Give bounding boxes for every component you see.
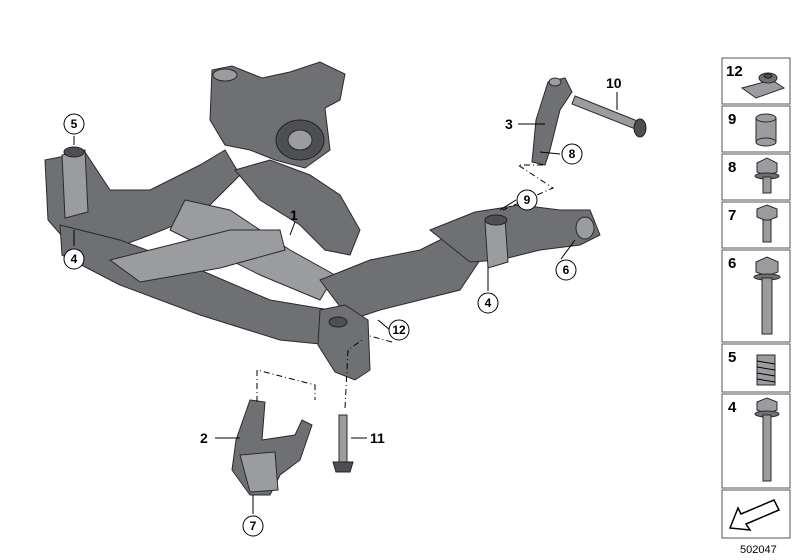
svg-text:8: 8 (728, 159, 736, 176)
label-part-3: 3 (505, 116, 513, 132)
flange-bolt-short-icon (754, 157, 780, 194)
svg-text:9: 9 (728, 111, 736, 128)
panel-row-4: 4 (721, 393, 791, 489)
callout-4-left: 4 (63, 248, 85, 270)
long-bolt-part10 (571, 95, 647, 138)
svg-text:6: 6 (563, 263, 570, 277)
callout-7: 7 (242, 515, 264, 537)
callout-5: 5 (63, 113, 85, 135)
label-part-10: 10 (606, 75, 622, 91)
svg-text:6: 6 (728, 255, 736, 272)
label-part-11: 11 (370, 430, 385, 446)
callout-4-right: 4 (477, 292, 499, 314)
svg-text:4: 4 (485, 296, 492, 310)
callout-6: 6 (555, 259, 577, 281)
panel-row-7: 7 (721, 201, 791, 249)
svg-text:4: 4 (728, 399, 737, 416)
svg-text:5: 5 (71, 117, 78, 131)
svg-text:4: 4 (71, 252, 78, 266)
panel-row-12: 12 (721, 57, 791, 105)
cap-mount-icon (740, 72, 786, 99)
label-part-2: 2 (200, 430, 208, 446)
threaded-insert-icon (756, 354, 776, 386)
panel-row-arrow (721, 489, 791, 539)
lower-bracket-part2 (231, 399, 313, 496)
front-axle-subframe (44, 61, 601, 381)
flange-bolt-long-icon (753, 256, 781, 335)
callout-12: 12 (388, 319, 410, 341)
parts-panel: 12 9 8 (721, 57, 791, 539)
panel-row-8: 8 (721, 153, 791, 201)
leader-lines (73, 92, 618, 514)
svg-text:12: 12 (392, 323, 406, 337)
direction-arrow-icon (728, 499, 781, 531)
upper-bracket-part3 (531, 77, 573, 166)
panel-row-6: 6 (721, 249, 791, 343)
svg-text:5: 5 (728, 349, 736, 366)
figure-number: 502047 (740, 544, 777, 556)
callout-9: 9 (516, 189, 538, 211)
callout-8: 8 (561, 143, 583, 165)
svg-text:9: 9 (524, 193, 531, 207)
svg-text:7: 7 (250, 519, 257, 533)
long-bolt-part11 (332, 414, 354, 473)
bolt-long-icon (754, 397, 780, 482)
svg-text:8: 8 (569, 147, 576, 161)
svg-text:7: 7 (728, 207, 736, 224)
bolt-short-icon (756, 204, 778, 243)
panel-row-9: 9 (721, 105, 791, 153)
svg-text:12: 12 (726, 63, 743, 80)
label-part-1: 1 (290, 207, 298, 223)
bushing-icon (755, 113, 777, 147)
panel-row-5: 5 (721, 343, 791, 393)
